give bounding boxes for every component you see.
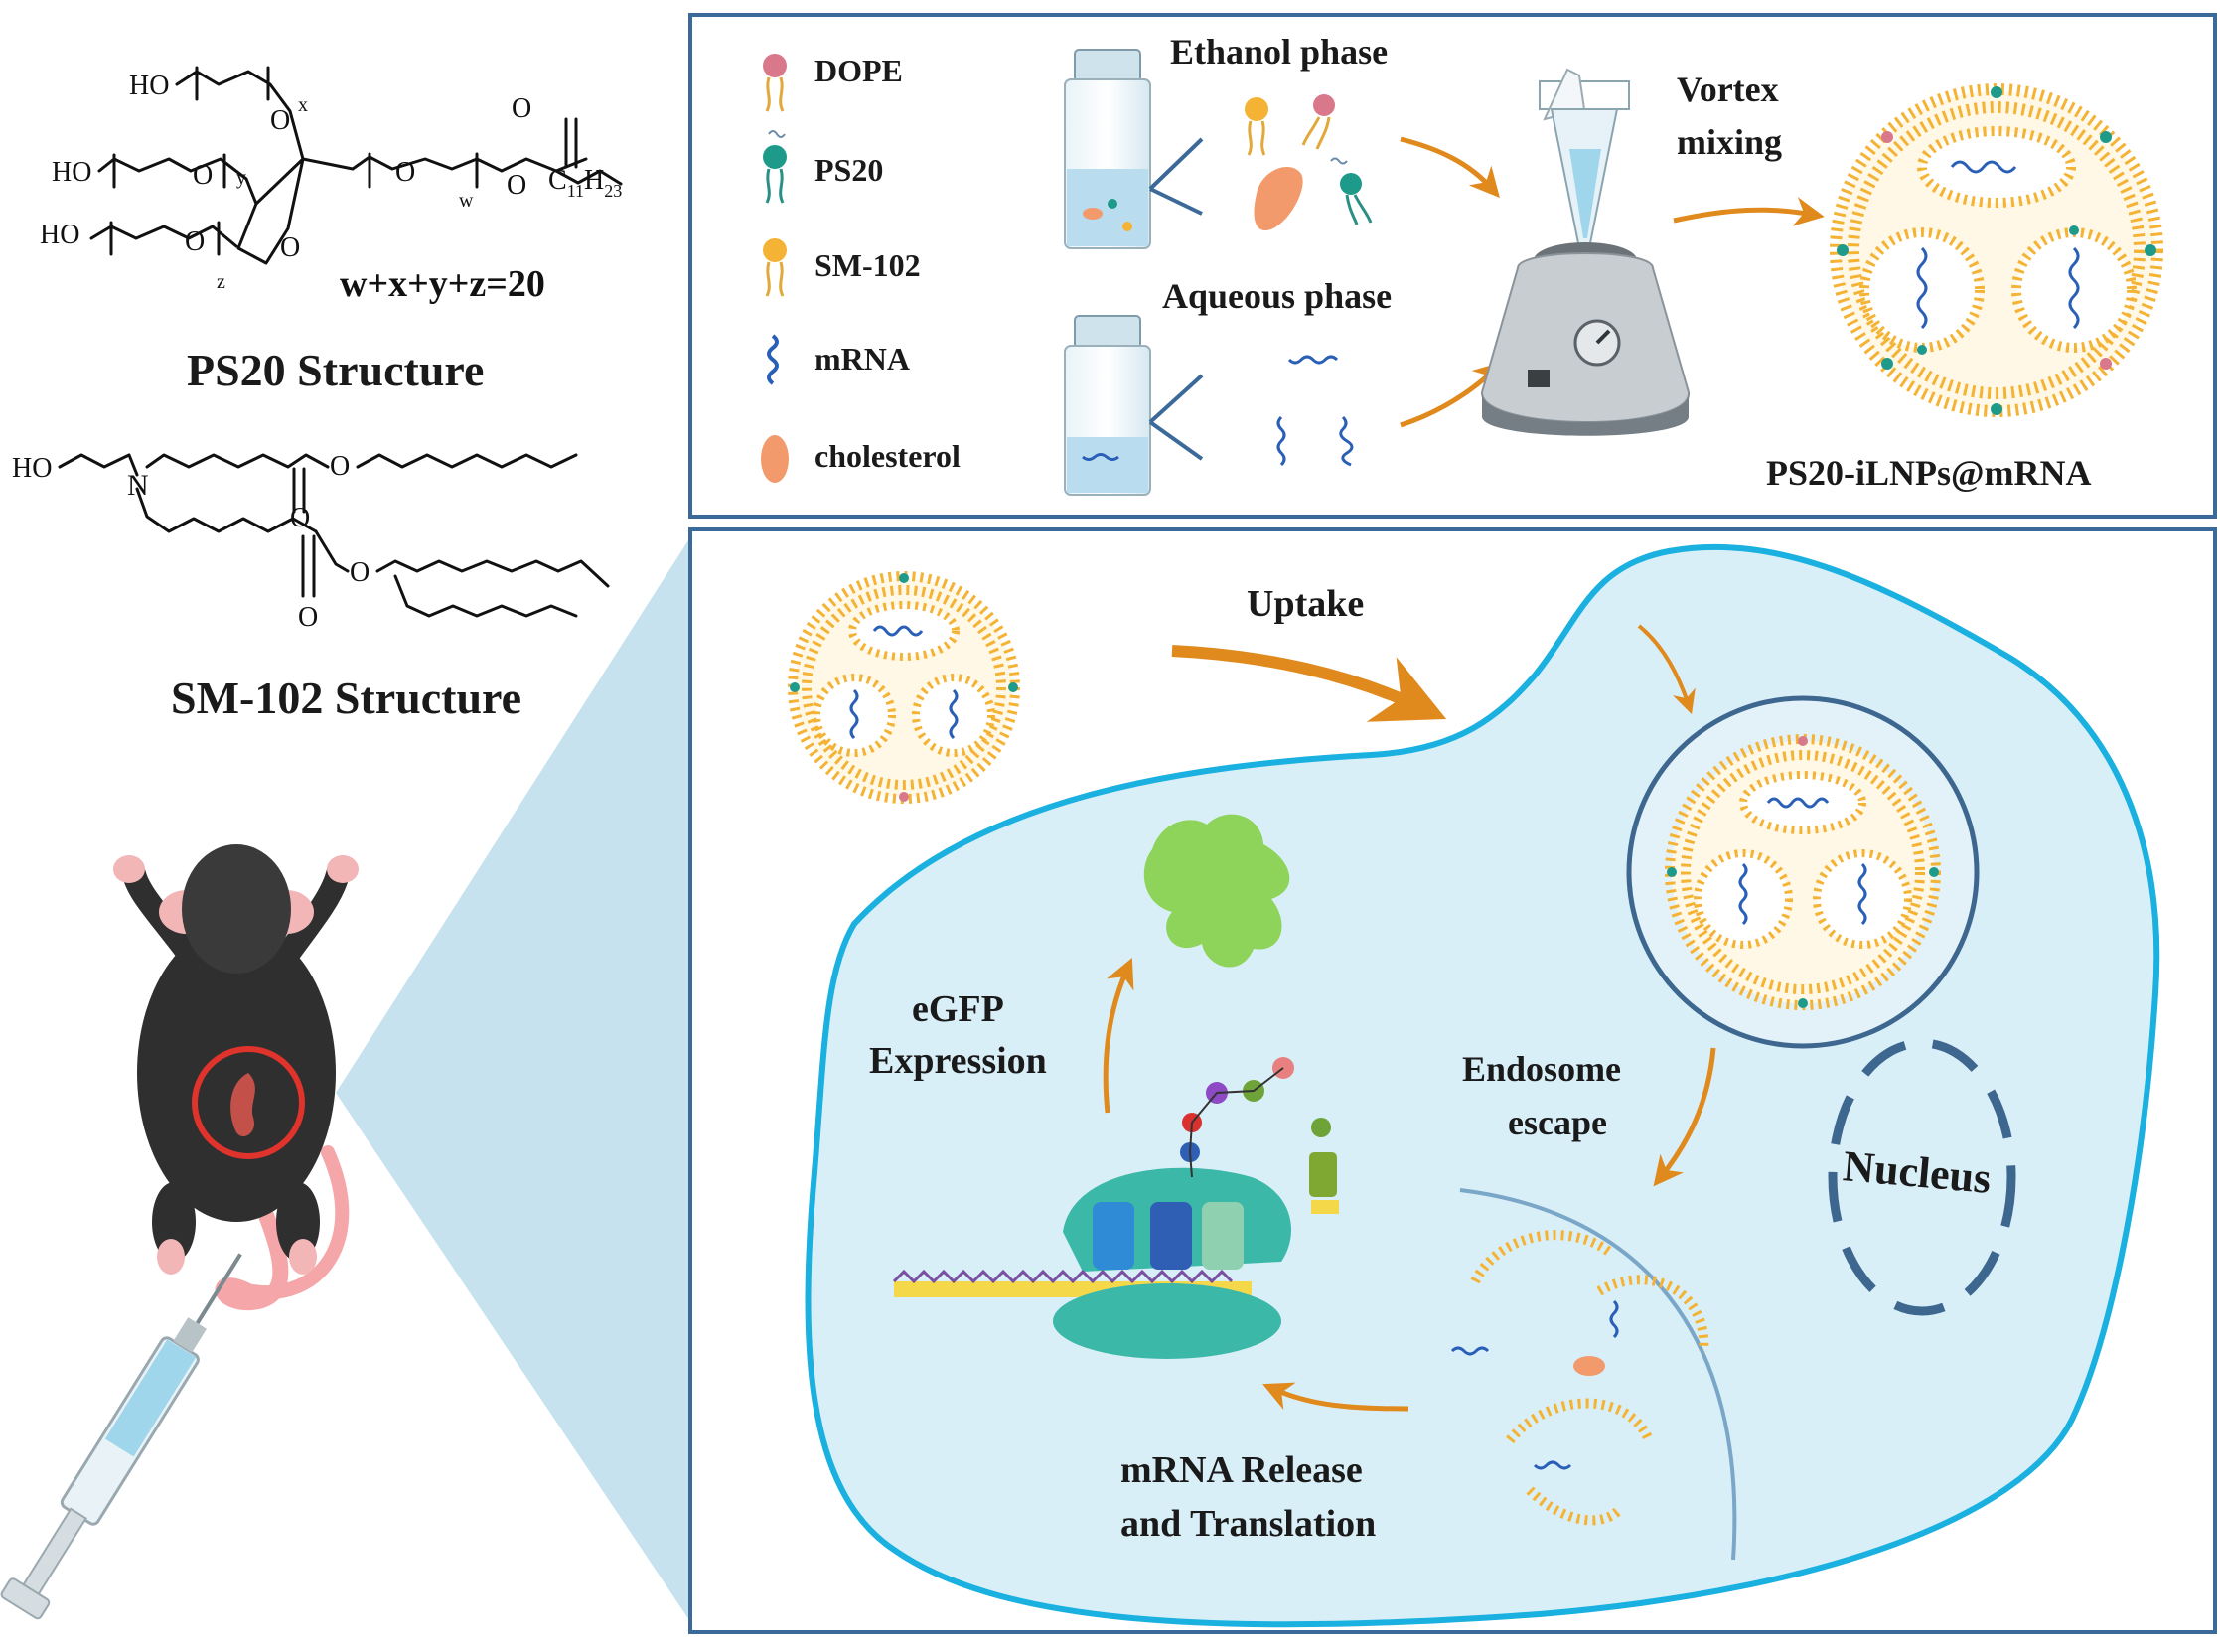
sm102-ho: HO: [12, 453, 52, 484]
mouse-illustration: [113, 844, 359, 1311]
legend-label-dope: DOPE: [814, 53, 903, 88]
egfp-label-line1: eGFP: [912, 988, 1004, 1030]
aqueous-vial: [1064, 315, 1151, 496]
release-label-line2: and Translation: [1120, 1503, 1376, 1545]
ps20-lipid-icon: [763, 130, 787, 204]
ethanol-vial: [1064, 49, 1151, 249]
endosome: [1626, 695, 1980, 1049]
zoom-projection: [336, 529, 695, 1629]
sm102-lipid-icon: [763, 238, 787, 297]
ps20-o-7: O: [512, 93, 531, 124]
ethanol-to-mixer-arrow: [1400, 136, 1500, 199]
legend: DOPE PS20 SM-102 mRNA cholesterol: [761, 53, 961, 483]
ps20-sub-z: z: [217, 271, 225, 293]
ps20-o-5: O: [395, 157, 415, 188]
sm102-o-2: O: [290, 503, 310, 533]
ps20-sub-y: y: [236, 167, 246, 189]
legend-label-ps20: PS20: [814, 152, 883, 188]
vortex-mixer: [1480, 68, 1691, 436]
sm102-o-3: O: [350, 557, 370, 588]
ethanol-phase-label: Ethanol phase: [1170, 32, 1388, 72]
endosome-escape-line1: Endosome: [1462, 1049, 1621, 1089]
ps20-ho-1: HO: [129, 71, 169, 101]
ps20-o-6: O: [507, 170, 526, 201]
ps20-structure: HO HO HO O O O O O O O x y z w C11H23 w+…: [40, 66, 623, 395]
release-arrow: [1262, 1382, 1409, 1412]
ps20-caption: PS20 Structure: [187, 345, 484, 395]
aqueous-phase-label: Aqueous phase: [1162, 276, 1392, 316]
uptake-label: Uptake: [1247, 583, 1364, 625]
ps20-o-3: O: [185, 226, 205, 257]
mrna-icon: [767, 334, 779, 385]
egfp-label-line2: Expression: [869, 1040, 1047, 1082]
product-label: PS20-iLNPs@mRNA: [1766, 453, 2091, 493]
release-label-line1: mRNA Release: [1120, 1449, 1363, 1491]
dope-lipid-icon: [763, 54, 787, 112]
vortex-label-line1: Vortex: [1677, 70, 1779, 109]
ps20-sub-w: w: [459, 190, 474, 212]
nucleus: [1828, 1038, 2016, 1316]
uptake-arrow: [1171, 645, 1447, 722]
ps20-sub-x: x: [298, 94, 308, 116]
endosome-escape-arrow: [1653, 1047, 1716, 1187]
egfp-protein: [1143, 814, 1290, 968]
ruptured-endosome: [1450, 1188, 1737, 1561]
target-organ-highlight: [192, 1046, 305, 1159]
ethanol-phase-components: [1245, 94, 1373, 231]
legend-label-cholesterol: cholesterol: [814, 438, 961, 474]
aqueous-phase-mrna: [1276, 355, 1354, 467]
mixer-to-product-arrow: [1673, 197, 1825, 226]
ps20-ho-3: HO: [40, 220, 79, 250]
endosome-escape-line2: escape: [1508, 1103, 1607, 1142]
ps20-formula: w+x+y+z=20: [340, 263, 545, 305]
vortex-label-line2: mixing: [1677, 122, 1782, 162]
endocytosis-arrow: [1637, 624, 1696, 715]
legend-label-mrna: mRNA: [814, 341, 910, 376]
sm102-structure: HO N O O O O SM-102 Structure: [12, 451, 610, 723]
ribosome-translation: [892, 1057, 1339, 1359]
incoming-lnp: [788, 571, 1020, 804]
sm102-o-1: O: [330, 451, 350, 482]
ps20-alkyl-chain: C11H23: [548, 165, 622, 201]
ps20-o-2: O: [193, 160, 213, 191]
syringe-illustration: [0, 1253, 242, 1620]
sm102-caption: SM-102 Structure: [171, 673, 521, 723]
ps20-o-1: O: [270, 105, 290, 136]
ps20-o-4: O: [280, 232, 300, 263]
expression-arrow: [1103, 958, 1134, 1114]
legend-label-sm102: SM-102: [814, 247, 921, 283]
product-lnp: [1830, 83, 2163, 417]
sm102-n: N: [127, 469, 149, 502]
sm102-o-4: O: [298, 602, 318, 633]
cholesterol-icon: [761, 435, 789, 483]
ps20-ho-2: HO: [52, 157, 91, 188]
